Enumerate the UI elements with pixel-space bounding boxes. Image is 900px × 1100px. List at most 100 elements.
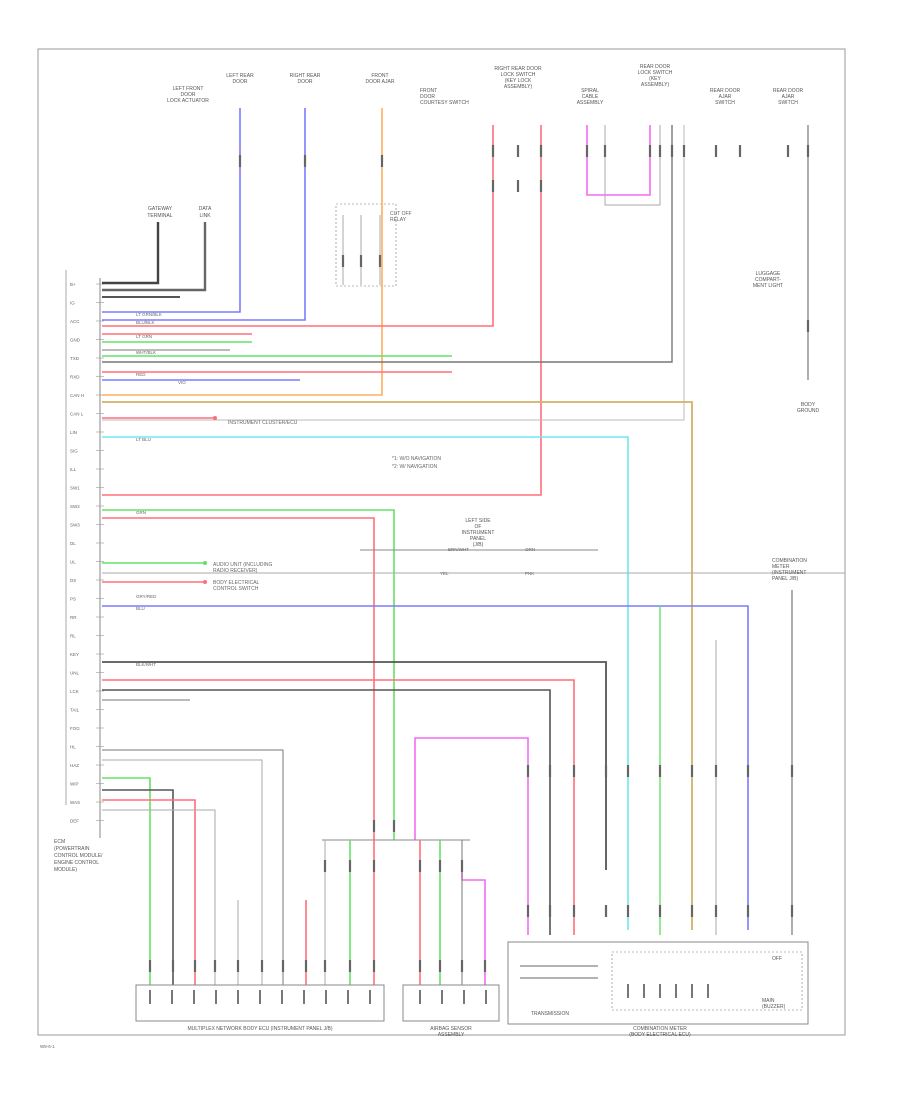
multiplex-body-ecu: MULTIPLEX NETWORK BODY ECU (INSTRUMENT P… xyxy=(135,984,385,1032)
svg-text:(INSTRUMENT: (INSTRUMENT xyxy=(772,570,806,576)
ecu-pin-label: DL xyxy=(70,541,76,546)
svg-text:CABLE: CABLE xyxy=(582,94,599,100)
svg-text:REAR DOOR: REAR DOOR xyxy=(773,88,804,94)
svg-text:LOCK SWITCH: LOCK SWITCH xyxy=(501,72,536,78)
svg-text:DOOR: DOOR xyxy=(181,92,196,98)
data-link-connector: DATA LINK xyxy=(199,206,212,219)
svg-text:DOOR: DOOR xyxy=(298,79,313,85)
svg-text:LT GRN/BLK: LT GRN/BLK xyxy=(136,312,162,317)
svg-text:DOOR: DOOR xyxy=(233,79,248,85)
ecu-pin-label: UL xyxy=(70,560,76,565)
wire-red-10 xyxy=(102,799,196,985)
svg-text:DOOR: DOOR xyxy=(420,94,435,100)
svg-text:LT BLU: LT BLU xyxy=(136,437,151,442)
wire-black-5 xyxy=(102,689,551,935)
cut-off-relay: CUT OFF RELAY xyxy=(335,203,412,287)
svg-text:ASSEMBLY): ASSEMBLY) xyxy=(641,82,670,88)
svg-text:*2: W/ NAVIGATION: *2: W/ NAVIGATION xyxy=(392,464,437,470)
svg-text:LINK: LINK xyxy=(199,213,211,219)
ecu-pin-label: CAN H xyxy=(70,393,84,398)
svg-text:COMBINATION: COMBINATION xyxy=(772,558,807,564)
svg-text:*1: W/O NAVIGATION: *1: W/O NAVIGATION xyxy=(392,456,441,462)
svg-text:LOCK SWITCH: LOCK SWITCH xyxy=(638,70,673,76)
door-lock-mid: LEFT REAR DOOR xyxy=(226,73,254,85)
svg-text:OF: OF xyxy=(475,524,482,530)
svg-text:WHT/BLK: WHT/BLK xyxy=(136,350,156,355)
luggage-light: LUGGAGE COMPART- MENT LIGHT xyxy=(753,271,783,289)
ecu-pin-label: FOG xyxy=(70,726,80,731)
front-door-ajar-switch: FRONT DOOR AJAR xyxy=(366,73,395,85)
ecu-pin-label: DS xyxy=(70,578,76,583)
wire-gateway xyxy=(102,222,160,285)
svg-text:BRN/WHT: BRN/WHT xyxy=(448,547,469,552)
svg-text:(KEY: (KEY xyxy=(649,76,661,82)
wire-blue-4 xyxy=(102,605,749,930)
svg-text:ORN: ORN xyxy=(525,547,535,552)
svg-text:PNK: PNK xyxy=(525,571,534,576)
svg-text:SPIRAL: SPIRAL xyxy=(581,88,599,94)
wire-red-9 xyxy=(102,679,575,935)
svg-text:AJAR: AJAR xyxy=(782,94,795,100)
ecu-pin-label: TAIL xyxy=(70,708,80,713)
front-courtesy-switch: FRONT DOOR COURTESY SWITCH xyxy=(420,88,469,106)
wire-cyan xyxy=(102,436,629,930)
wire-gray-6 xyxy=(102,749,284,985)
wire-black-4 xyxy=(102,661,607,870)
left-side-panel-hub: LEFT SIDE OF INSTRUMENT PANEL (J/B) xyxy=(462,518,495,548)
svg-text:BODY ELECTRICAL: BODY ELECTRICAL xyxy=(213,580,260,586)
svg-text:AIRBAG SENSOR: AIRBAG SENSOR xyxy=(430,1026,472,1032)
svg-text:PANEL: PANEL xyxy=(470,536,486,542)
wire-tan xyxy=(102,401,693,930)
ecu-pin-label: ACC xyxy=(70,319,80,324)
ecu-pin-label: HAZ xyxy=(70,763,79,768)
svg-text:RIGHT REAR: RIGHT REAR xyxy=(290,73,321,79)
svg-text:OFF: OFF xyxy=(772,956,782,962)
wire-blue-2 xyxy=(102,108,306,321)
rear-door-ajar-switch: REAR DOOR AJAR SWITCH xyxy=(710,88,741,106)
svg-text:MODULE): MODULE) xyxy=(54,867,77,873)
ecu-pin-label: CAN L xyxy=(70,412,84,417)
svg-text:(BUZZER): (BUZZER) xyxy=(762,1004,786,1010)
svg-text:INSTRUMENT CLUSTER/ECU: INSTRUMENT CLUSTER/ECU xyxy=(228,420,298,426)
svg-text:ASSEMBLY): ASSEMBLY) xyxy=(504,84,533,90)
svg-text:RIGHT REAR DOOR: RIGHT REAR DOOR xyxy=(494,66,542,72)
ecu-pin-label: B+ xyxy=(70,282,76,287)
ecu-pin-label: WAS xyxy=(70,800,80,805)
svg-text:AUDIO UNIT (INCLUDING: AUDIO UNIT (INCLUDING xyxy=(213,562,272,568)
svg-text:RED: RED xyxy=(136,372,146,377)
svg-text:AJAR: AJAR xyxy=(719,94,732,100)
wire-red-7 xyxy=(102,517,375,840)
svg-text:SWITCH: SWITCH xyxy=(715,100,735,106)
wire-magenta-3 xyxy=(461,860,486,985)
svg-text:TERMINAL: TERMINAL xyxy=(147,213,173,219)
wire-connector-marks xyxy=(148,145,810,972)
wire-red-1 xyxy=(102,125,494,327)
svg-text:MAIN: MAIN xyxy=(762,998,775,1004)
ecu-pin-label: LCK xyxy=(70,689,79,694)
rear-door-ajar-switch-right: REAR DOOR AJAR SWITCH xyxy=(773,88,804,106)
svg-text:PANEL J/B): PANEL J/B) xyxy=(772,576,798,582)
ecu-pin-label: GND xyxy=(70,338,81,343)
ecu-pin-label: RR xyxy=(70,615,77,620)
svg-text:COURTESY SWITCH: COURTESY SWITCH xyxy=(420,100,469,106)
bottom-connector-pins xyxy=(149,984,709,1004)
gateway-terminal: GATEWAY TERMINAL xyxy=(147,206,173,219)
svg-text:REAR DOOR: REAR DOOR xyxy=(640,64,671,70)
svg-text:BLU: BLU xyxy=(136,606,145,611)
svg-text:INSTRUMENT: INSTRUMENT xyxy=(462,530,495,536)
diagram-frame xyxy=(37,48,846,1036)
svg-text:COMPART-: COMPART- xyxy=(755,277,781,283)
wire-red-2 xyxy=(240,125,542,496)
svg-text:SWITCH: SWITCH xyxy=(778,100,798,106)
wire-gray-1 xyxy=(102,125,673,363)
ecu-pin-label: TXD xyxy=(70,356,80,361)
svg-text:GRN: GRN xyxy=(136,510,146,515)
svg-text:LUGGAGE: LUGGAGE xyxy=(756,271,781,277)
svg-text:FRONT: FRONT xyxy=(371,73,388,79)
svg-text:GRY/RED: GRY/RED xyxy=(136,594,157,599)
rear-door-lock-switch: REAR DOOR LOCK SWITCH (KEY ASSEMBLY) xyxy=(638,64,673,88)
svg-text:ENGINE CONTROL: ENGINE CONTROL xyxy=(54,860,99,866)
combination-meter: COMBINATION METER (BODY ELECTRICAL ECU) … xyxy=(611,951,803,1038)
wire-green-5 xyxy=(102,777,151,985)
svg-text:COMBINATION METER: COMBINATION METER xyxy=(633,1026,687,1032)
